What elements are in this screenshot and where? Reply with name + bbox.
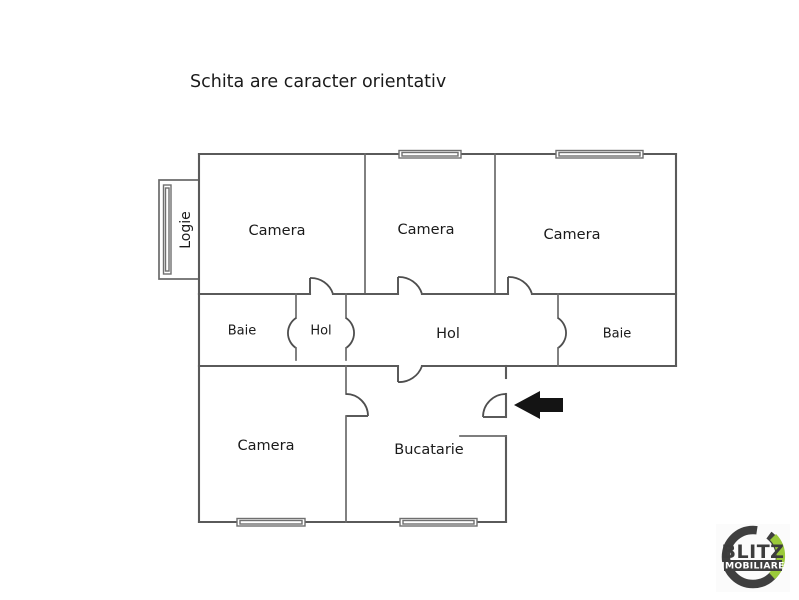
room-label-camera-4: Camera xyxy=(238,438,295,454)
logo-ring-accent xyxy=(768,534,786,580)
room-label-hol-main: Hol xyxy=(436,326,460,342)
window-logie-inner xyxy=(164,187,170,272)
window-bottom-2-inner xyxy=(402,519,475,525)
room-label-hol-small: Hol xyxy=(310,324,331,339)
room-label-camera-3: Camera xyxy=(544,227,601,243)
window-top-2-inner xyxy=(558,151,641,157)
logo-subtitle-bar xyxy=(724,560,782,571)
top-row-walls xyxy=(364,153,496,295)
bottom-row-walls xyxy=(345,365,507,523)
logo-ring-gap xyxy=(756,525,772,539)
corridor-top-wall xyxy=(197,276,678,296)
windows-group xyxy=(236,149,644,527)
room-logie: Logie xyxy=(158,179,200,280)
logo-subtitle-text: IMOBILIARE xyxy=(721,561,785,572)
room-label-logie: Logie xyxy=(178,211,194,249)
room-label-camera-2: Camera xyxy=(398,222,455,238)
window-top-1-inner xyxy=(401,151,459,157)
corridor-row-walls xyxy=(197,293,567,383)
window-bottom-1-inner xyxy=(239,519,303,525)
entrance-arrow xyxy=(514,391,563,419)
room-label-baie-left: Baie xyxy=(228,324,257,339)
room-label-camera-1: Camera xyxy=(249,223,306,239)
brand-logo: BLITZ IMOBILIARE xyxy=(716,524,790,592)
apartment-outline xyxy=(197,152,678,524)
room-labels: Camera Camera Camera Baie Hol Hol Baie C… xyxy=(228,222,632,458)
room-label-baie-right: Baie xyxy=(603,327,632,342)
logo-brand-text: BLITZ xyxy=(722,541,785,563)
room-label-bucatarie: Bucatarie xyxy=(394,442,464,458)
page-title: Schita are caracter orientativ xyxy=(190,72,446,92)
